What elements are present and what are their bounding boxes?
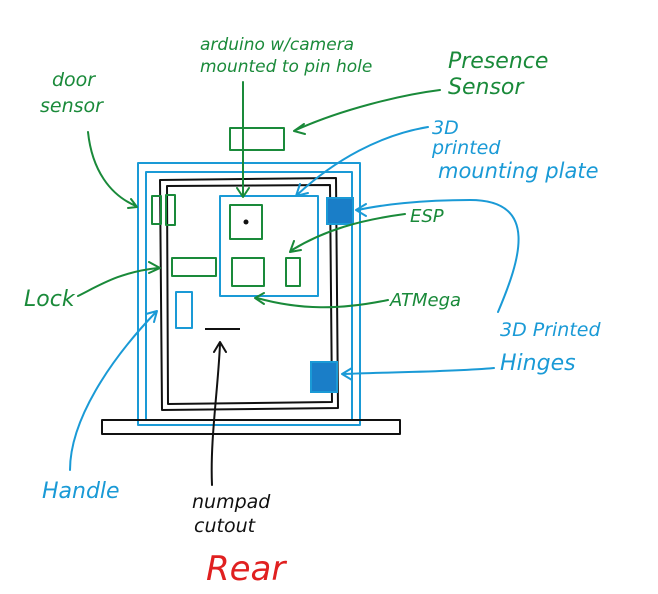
atmega-arrow [254,292,389,309]
atmega-box [231,257,265,287]
door-sensor-box [151,195,162,225]
arduino-box [229,204,263,240]
label-arduino-1: arduino w/camera [200,35,354,55]
label-atmega: ATMega [389,290,461,311]
label-plate-1: 3D [432,117,459,139]
label-rear: Rear [206,549,287,589]
plate-arrow [295,126,429,197]
door-sensor-box-2 [165,194,176,226]
label-presence-1: Presence [448,49,548,74]
label-plate-3: mounting plate [438,159,599,183]
label-hinges-2: Hinges [500,351,576,376]
lock-arrow [77,261,161,297]
door-panel [159,177,339,411]
handle-arrow [69,310,158,471]
label-arduino-2: mounted to pin hole [200,57,372,77]
label-esp: ESP [410,206,444,227]
lock-box [171,257,217,277]
hinges-arrow-top [355,199,520,313]
hinge-top [326,197,354,225]
label-numpad-1: numpad [192,491,271,513]
label-hinges-1: 3D Printed [500,319,601,341]
presence-arrow [293,89,441,135]
handle-box [175,291,193,329]
label-lock: Lock [24,287,76,312]
floor [101,419,401,435]
label-door-2: sensor [40,95,104,117]
door-panel-inner [166,184,333,405]
hinge-bottom [310,361,338,393]
numpad-arrow [210,341,227,486]
esp-arrow [289,213,406,253]
label-numpad-2: cutout [194,515,257,537]
label-door-1: door [52,69,96,91]
door-frame-outer [137,162,361,426]
label-plate-2: printed [431,137,501,159]
mounting-plate [219,195,319,297]
hinges-arrow-bottom [341,367,495,381]
esp-box [285,257,301,287]
arduino-arrow [236,81,250,198]
label-presence-2: Sensor [448,75,525,100]
presence-sensor-box [229,127,285,151]
camera-pinhole [243,219,249,225]
door-sensor-arrow [87,131,138,209]
label-handle: Handle [42,479,120,504]
